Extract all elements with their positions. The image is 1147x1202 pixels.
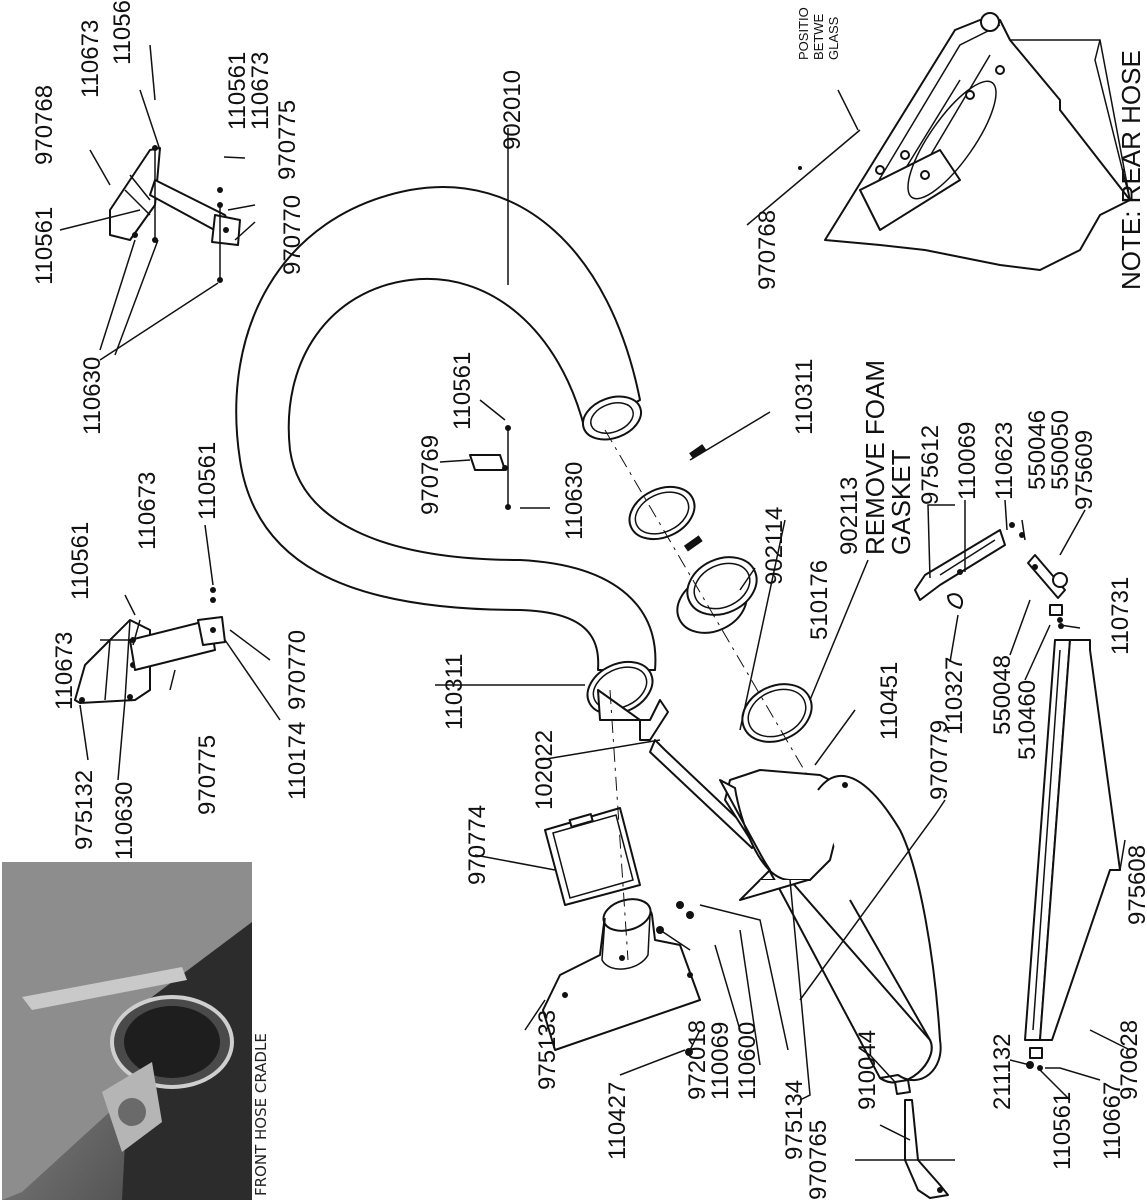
label-211132: 211132 xyxy=(989,1033,1016,1110)
label-550050: 550050 xyxy=(1047,410,1074,490)
label-102022: 102022 xyxy=(531,730,558,810)
label-975608: 975608 xyxy=(1124,845,1147,925)
plate-970774 xyxy=(544,807,641,906)
label-110311-b: 110311 xyxy=(441,653,468,730)
label-970628: 970628 xyxy=(1116,1020,1143,1100)
label-110327: 110327 xyxy=(941,657,968,735)
bracket-970765 xyxy=(894,1079,949,1199)
label-110069-a: 110069 xyxy=(954,422,981,500)
label-110561-e: 110561 xyxy=(194,442,221,520)
bracket-970769 xyxy=(469,425,511,510)
front-hose-cradle-photo xyxy=(2,862,252,1200)
label-970774: 970774 xyxy=(464,805,491,885)
label-110174: 110174 xyxy=(284,722,311,800)
label-110069-b: 110069 xyxy=(707,1022,734,1100)
label-110630-a: 110630 xyxy=(79,357,106,435)
label-between-cut: BETWE xyxy=(811,13,826,60)
label-970775-a: 970775 xyxy=(274,100,301,180)
label-902113: 902113 xyxy=(836,477,863,555)
label-970769: 970769 xyxy=(417,435,444,515)
label-902010: 902010 xyxy=(499,70,526,150)
hose-902010 xyxy=(235,185,657,671)
label-110623: 110623 xyxy=(991,422,1018,500)
label-110427: 110427 xyxy=(604,1082,631,1160)
cup-975133 xyxy=(542,898,701,1051)
label-902114: 902114 xyxy=(761,507,788,585)
label-970765: 970765 xyxy=(805,1120,832,1200)
label-910044: 910044 xyxy=(854,1030,881,1110)
label-970768-top: 970768 xyxy=(31,85,58,165)
label-110630-b: 110630 xyxy=(561,462,588,540)
label-110561-b: 110561 xyxy=(31,207,58,285)
label-975132: 975132 xyxy=(71,770,98,850)
hardware-972018 xyxy=(656,901,701,1056)
label-972018: 972018 xyxy=(684,1020,711,1100)
label-510460: 510460 xyxy=(1014,680,1041,760)
strap-970775-a xyxy=(149,179,241,283)
leader-lines xyxy=(59,44,1131,1161)
label-110630-c: 110630 xyxy=(111,782,138,860)
label-975134: 975134 xyxy=(781,1080,808,1160)
label-110731: 110731 xyxy=(1107,577,1134,655)
label-note-rear-hose: NOTE: REAR HOSE xyxy=(1116,50,1146,290)
coupler-902114 xyxy=(676,535,758,634)
clip-110327 xyxy=(947,593,964,609)
label-975133: 975133 xyxy=(534,1010,561,1090)
photo-caption: FRONT HOSE CRADLE xyxy=(252,1033,270,1196)
label-970770-a: 970770 xyxy=(279,195,306,275)
label-110600: 110600 xyxy=(734,1022,761,1100)
label-110673-a: 110673 xyxy=(77,20,104,98)
label-110561-a: 110561 xyxy=(224,52,251,130)
label-970770-b: 970770 xyxy=(284,630,311,710)
label-110673-d: 110673 xyxy=(51,632,78,710)
label-11056-cut: 11056 xyxy=(109,0,136,65)
shield-975134 xyxy=(719,769,942,1084)
label-position-cut: POSITIO xyxy=(796,7,811,60)
label-975612: 975612 xyxy=(917,425,944,505)
label-970768-right: 970768 xyxy=(754,210,781,290)
strap-970775-b xyxy=(129,587,226,671)
label-110561-c: 110561 xyxy=(449,352,476,430)
panel-975608 xyxy=(1024,623,1121,1041)
arm-975609 xyxy=(1027,554,1068,623)
label-110673-b: 110673 xyxy=(247,52,274,130)
label-975609: 975609 xyxy=(1071,430,1098,510)
label-110451: 110451 xyxy=(876,662,903,740)
label-110667: 110667 xyxy=(1099,1082,1126,1160)
rear-hose-assembly-fragment xyxy=(798,12,1131,271)
label-110673-c: 110673 xyxy=(134,472,161,550)
label-550048: 550048 xyxy=(989,655,1016,735)
label-970775-b: 970775 xyxy=(194,735,221,815)
hardware-970628 xyxy=(1026,1047,1043,1071)
labels: 970768 110673 11056 110561 110673 970775… xyxy=(31,0,1147,1200)
clamp-110311-upper xyxy=(628,444,707,541)
label-110311-a: 110311 xyxy=(791,358,818,435)
label-110561-d: 110561 xyxy=(67,522,94,600)
arm-975612 xyxy=(914,522,1025,601)
label-550046: 550046 xyxy=(1024,410,1051,490)
label-gasket: GASKET xyxy=(886,449,916,555)
label-970779: 970779 xyxy=(926,720,953,800)
label-110561-f: 110561 xyxy=(1049,1092,1076,1170)
label-glass-cut: GLASS xyxy=(826,16,841,60)
gasket-902113 xyxy=(741,683,813,743)
label-510176: 510176 xyxy=(806,560,833,640)
label-remove-foam: REMOVE FOAM xyxy=(860,360,890,555)
